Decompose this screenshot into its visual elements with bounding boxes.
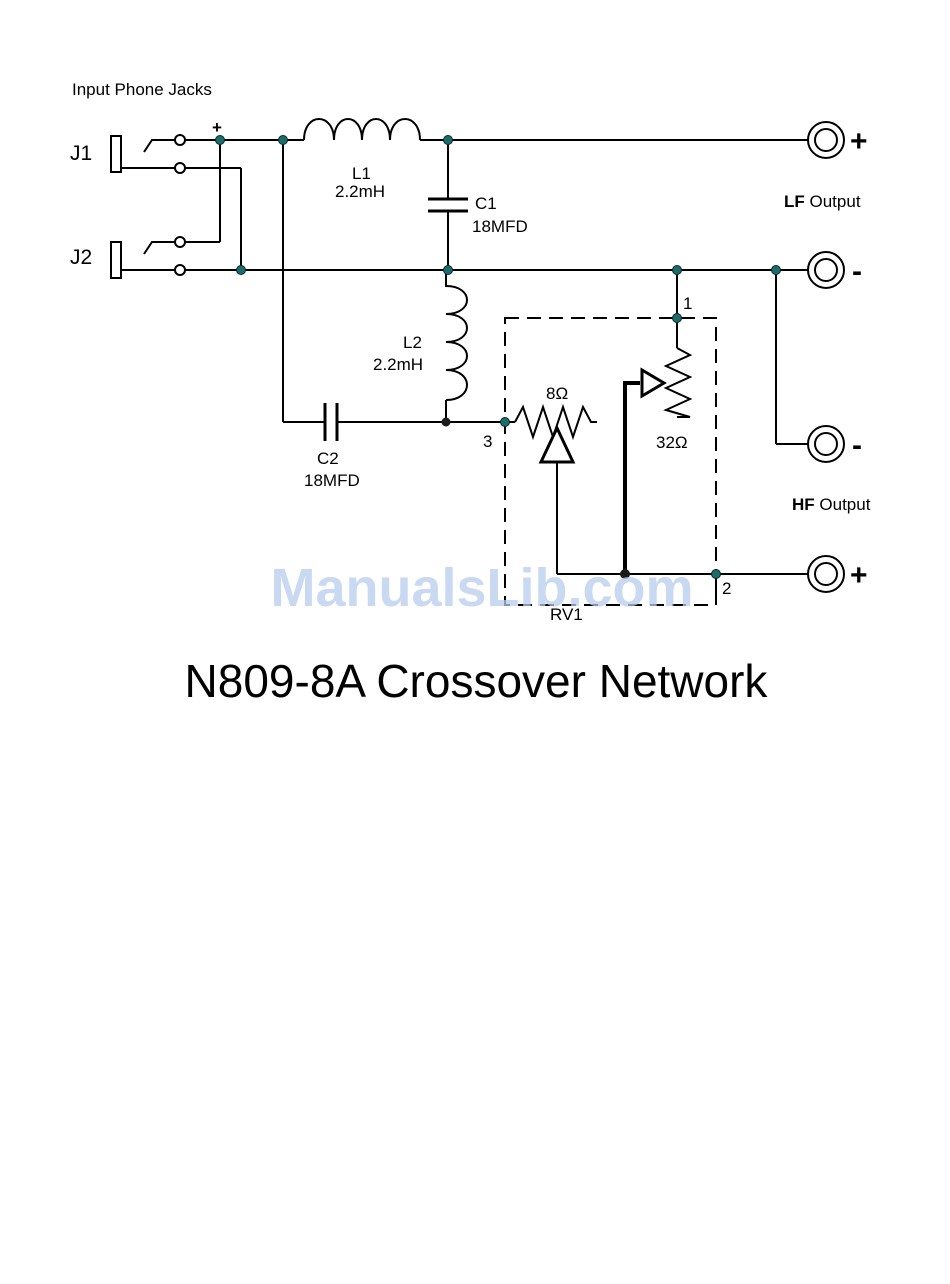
jack-j2 bbox=[111, 237, 185, 278]
l2-value: 2.2mH bbox=[373, 355, 423, 374]
inductor-l2 bbox=[446, 270, 467, 400]
lf-output-label: LF Output bbox=[784, 192, 861, 211]
input-jacks-label: Input Phone Jacks bbox=[72, 80, 212, 99]
lf-plus-terminal bbox=[808, 122, 844, 158]
rv1-pin3: 3 bbox=[483, 432, 492, 451]
l2-name: L2 bbox=[403, 333, 422, 352]
j1-label: J1 bbox=[70, 142, 92, 165]
rv1-pin1: 1 bbox=[683, 294, 692, 313]
c1-name: C1 bbox=[475, 194, 497, 213]
c2-name: C2 bbox=[317, 449, 339, 468]
l1-value: 2.2mH bbox=[335, 182, 385, 201]
rv1-8ohm-resistor bbox=[515, 407, 597, 462]
lf-minus-terminal bbox=[808, 252, 844, 288]
c1-value: 18MFD bbox=[472, 217, 528, 236]
rv1-pin2: 2 bbox=[722, 579, 731, 598]
rv1-32ohm-label: 32Ω bbox=[656, 433, 688, 452]
c2-value: 18MFD bbox=[304, 471, 360, 490]
j2-label: J2 bbox=[70, 246, 92, 269]
lf-plus-sign: + bbox=[850, 125, 868, 158]
rv1-32ohm-resistor bbox=[642, 348, 690, 417]
capacitor-c1 bbox=[428, 199, 468, 211]
hf-plus-sign: + bbox=[850, 559, 868, 592]
lf-minus-sign: - bbox=[852, 255, 862, 288]
input-plus-label: + bbox=[212, 118, 222, 137]
inductor-l1 bbox=[304, 119, 420, 140]
hf-output-label: HF Output bbox=[792, 495, 871, 514]
watermark: ManualsLib.com bbox=[270, 558, 693, 618]
junction-nodes bbox=[216, 136, 781, 580]
hf-minus-terminal bbox=[808, 426, 844, 462]
diagram-title: N809-8A Crossover Network bbox=[185, 655, 769, 707]
l1-name: L1 bbox=[352, 164, 371, 183]
jack-j1 bbox=[111, 135, 185, 173]
hf-minus-sign: - bbox=[852, 429, 862, 462]
capacitor-c2 bbox=[325, 403, 337, 441]
rv1-8ohm-label: 8Ω bbox=[546, 384, 568, 403]
hf-plus-terminal bbox=[808, 556, 844, 592]
